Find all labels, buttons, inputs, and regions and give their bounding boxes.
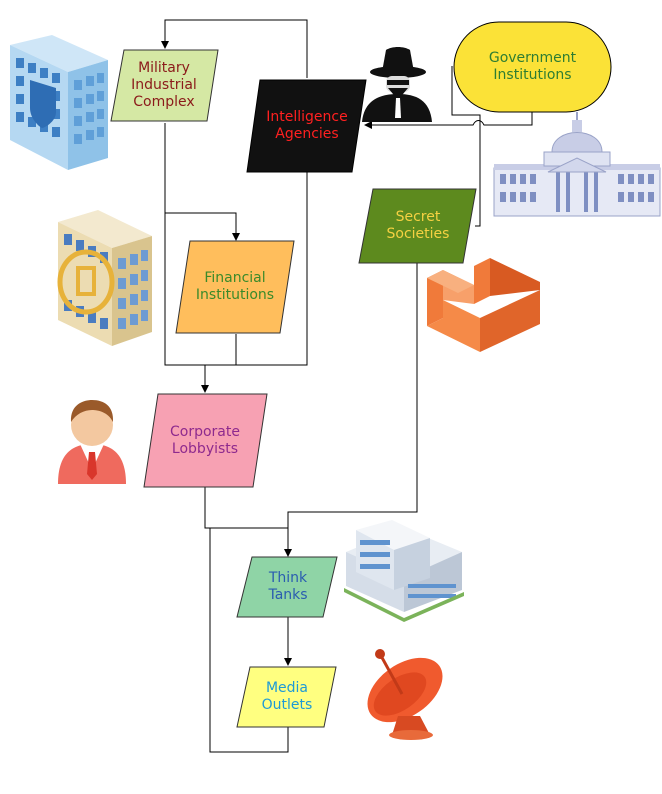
node-military-shape bbox=[110, 49, 219, 122]
connector-military-to-lobbyists bbox=[164, 213, 205, 366]
node-think-tanks-label: Think Tanks bbox=[268, 570, 308, 603]
businessman-icon bbox=[58, 400, 126, 484]
node-intelligence-shape bbox=[246, 79, 367, 173]
node-government-shape bbox=[453, 21, 612, 113]
connector-government-to-intelligence bbox=[364, 112, 533, 129]
bank-building-icon bbox=[57, 210, 152, 346]
node-media-shape bbox=[236, 666, 337, 728]
satellite-dish-icon bbox=[367, 649, 443, 740]
connector-secret-to-government bbox=[451, 66, 481, 227]
connector-media-to-lobbyists bbox=[209, 528, 289, 753]
node-lobbyists-label: Corporate Lobbyists bbox=[170, 423, 240, 457]
node-military-label: Military Industrial Complex bbox=[131, 60, 197, 110]
connectors bbox=[161, 19, 533, 753]
node-think-tanks-shape bbox=[236, 556, 338, 618]
connector-military-to-financial bbox=[164, 123, 240, 241]
brick-wall-icon bbox=[427, 258, 540, 352]
node-intelligence-label: Intelligence Agencies bbox=[266, 109, 348, 142]
connector-financial-to-lobbyists bbox=[201, 334, 237, 393]
office-building-icon bbox=[10, 35, 108, 170]
spy-icon bbox=[362, 47, 432, 122]
node-financial-label: Financial Institutions bbox=[195, 270, 275, 303]
connector-intelligence-to-lobbyists bbox=[205, 172, 308, 366]
capitol-building-icon bbox=[493, 112, 661, 217]
node-financial-shape bbox=[175, 240, 295, 334]
connector-lobbyists-to-think-tanks bbox=[204, 487, 292, 557]
node-secret-label: Secret Societies bbox=[386, 209, 450, 242]
node-media-label: Media Outlets bbox=[261, 680, 313, 713]
node-government-label: Government Institutions bbox=[488, 50, 577, 83]
connector-secret-to-think-tanks bbox=[287, 263, 418, 528]
connector-intelligence-to-military bbox=[161, 19, 308, 78]
node-lobbyists-shape bbox=[143, 393, 268, 488]
office-complex-icon bbox=[344, 520, 464, 622]
node-secret-shape bbox=[358, 188, 477, 264]
